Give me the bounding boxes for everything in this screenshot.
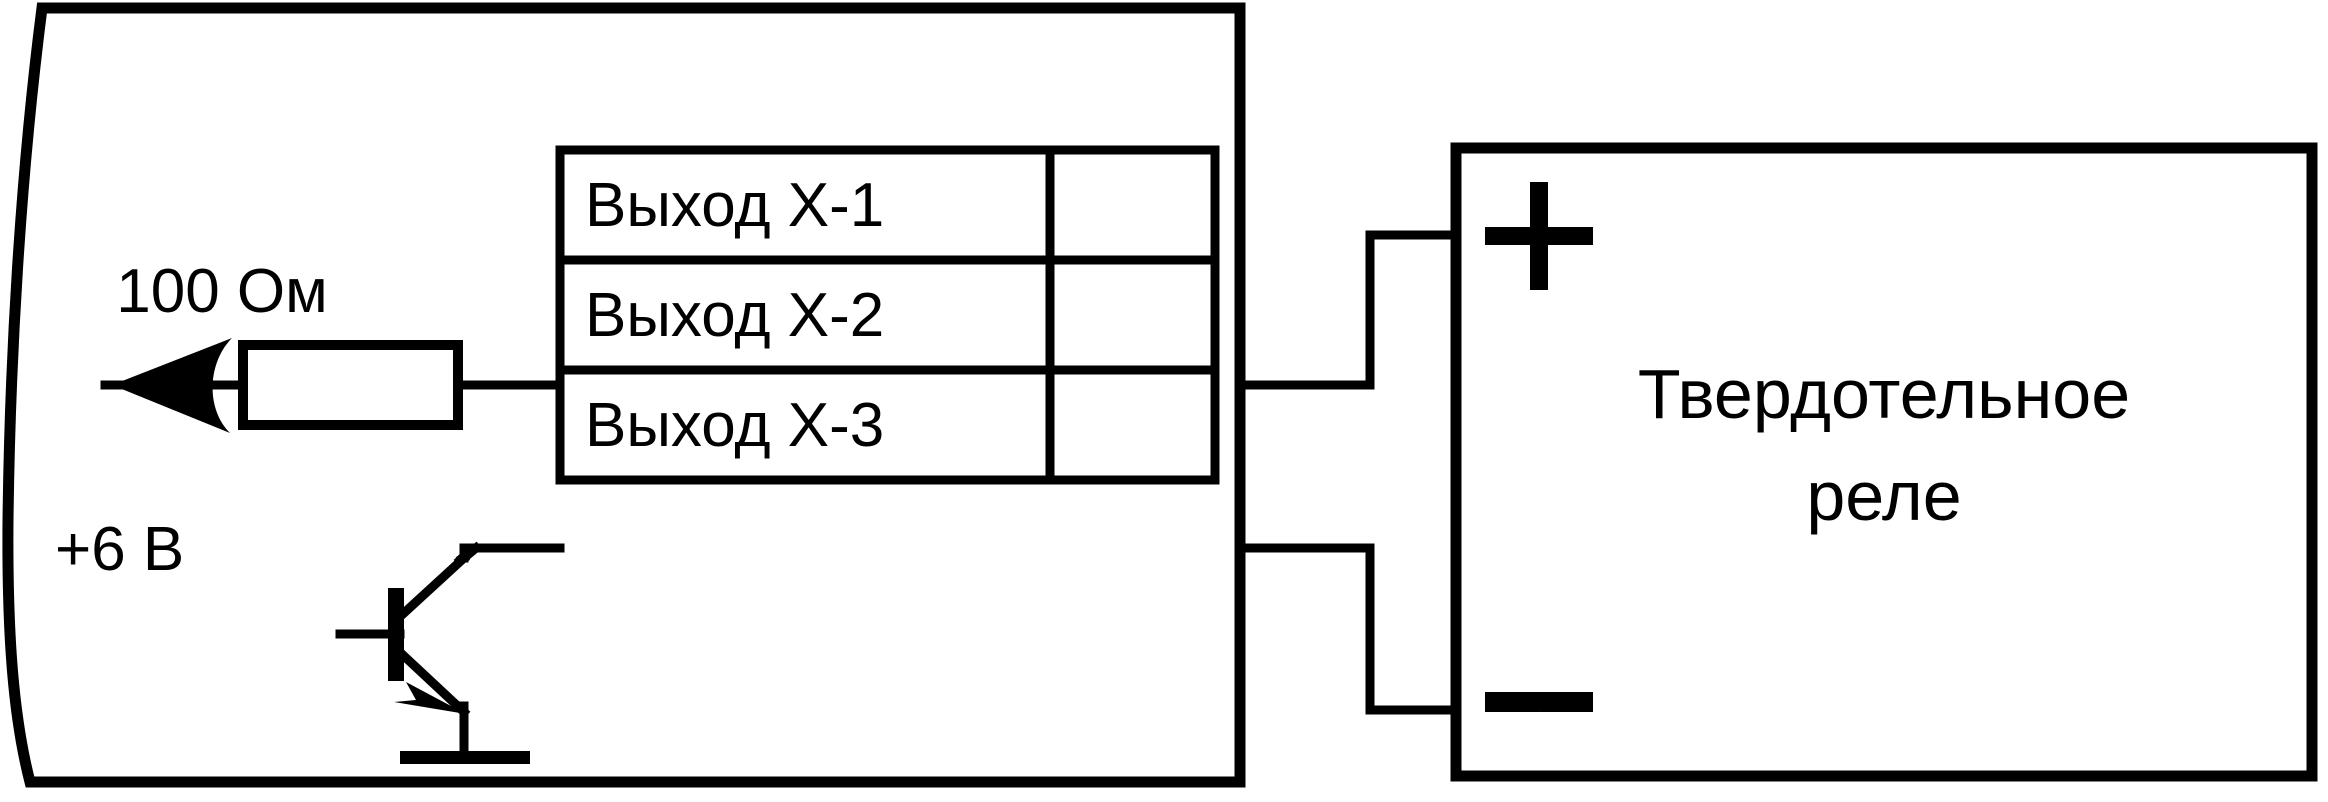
current-arrow-left-icon bbox=[112, 338, 232, 433]
collector-to-x3-wire bbox=[459, 543, 565, 563]
relay-title-line-1: Твердотельное bbox=[1638, 355, 2130, 433]
terminal-row-2-label: Выход X-2 bbox=[585, 281, 884, 350]
transistor-emitter-lead bbox=[397, 649, 471, 719]
terminal-row-3-label: Выход X-3 bbox=[585, 391, 884, 460]
supply-voltage-label: +6 В bbox=[55, 515, 184, 584]
resistor-value-label: 100 Ом bbox=[116, 257, 328, 326]
ground-symbol bbox=[400, 751, 530, 764]
terminal-row-3-value-cell bbox=[1045, 365, 1220, 485]
relay-negative-terminal-label: − bbox=[1539, 711, 1540, 713]
relay-positive-terminal-label: + bbox=[1539, 245, 1540, 247]
terminal-row-3-label-cell bbox=[555, 365, 1055, 485]
wire-x3-to-relay-negative bbox=[1235, 543, 1461, 715]
resistor-symbol bbox=[238, 340, 463, 430]
transistor-emitter-arrow-icon bbox=[394, 682, 466, 714]
wire-x2-to-relay-positive bbox=[1235, 230, 1461, 390]
terminal-row-1-value-cell bbox=[1045, 145, 1220, 265]
terminal-row-1-label: Выход X-1 bbox=[585, 171, 884, 240]
relay-title-line-2: реле bbox=[1806, 457, 1961, 535]
relay-negative-terminal-icon bbox=[1485, 692, 1593, 712]
transistor-collector-lead bbox=[397, 551, 471, 620]
solid-state-relay-box bbox=[1450, 142, 2318, 782]
transistor-base-bar bbox=[388, 588, 404, 681]
relay-positive-terminal-icon bbox=[1485, 182, 1593, 290]
terminal-row-2-value-cell bbox=[1045, 255, 1220, 375]
